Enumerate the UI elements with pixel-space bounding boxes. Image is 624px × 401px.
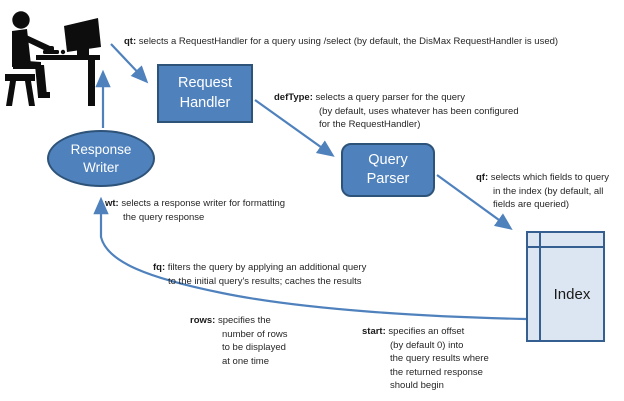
node-response-writer-label: Response Writer	[70, 141, 132, 175]
annotation-wt-param: wt:	[105, 198, 119, 209]
annotation-start-text: specifies an offset (by default 0) into …	[388, 326, 489, 391]
annotation-wt: wt: selects a response writer for format…	[105, 197, 373, 224]
annotation-deftype-param: defType:	[274, 92, 313, 103]
index-header-line	[528, 246, 603, 248]
annotation-wt-text: selects a response writer for formatting…	[121, 198, 286, 223]
annotation-qf: qf: selects which fields to query in the…	[476, 171, 624, 212]
node-request-handler: Request Handler	[157, 64, 253, 123]
annotation-rows-text: specifies the number of rows to be displ…	[217, 315, 288, 367]
annotation-start-param: start:	[362, 326, 386, 337]
node-request-handler-label: Request Handler	[177, 75, 232, 111]
index-spine-line	[539, 233, 541, 340]
annotation-start: start: specifies an offset (by default 0…	[362, 325, 570, 393]
annotation-fq: fq: filters the query by applying an add…	[153, 261, 458, 288]
annotation-deftype: defType: selects a query parser for the …	[274, 91, 619, 132]
annotation-rows-param: rows:	[190, 315, 216, 326]
annotation-qf-text: selects which fields to query in the ind…	[490, 172, 610, 210]
node-query-parser: Query Parser	[341, 143, 435, 197]
person-at-computer-icon	[5, 11, 101, 106]
annotation-qt-text: selects a RequestHandler for a query usi…	[138, 36, 559, 47]
annotation-fq-param: fq:	[153, 262, 166, 273]
annotation-fq-text: filters the query by applying an additio…	[167, 262, 367, 287]
node-index: Index	[526, 231, 605, 342]
annotation-qt-param: qt:	[124, 36, 137, 47]
annotation-rows: rows: specifies the number of rows to be…	[190, 314, 372, 368]
node-index-label: Index	[553, 285, 591, 303]
node-response-writer: Response Writer	[47, 130, 155, 187]
node-query-parser-label: Query Parser	[366, 151, 410, 187]
annotation-qt: qt: selects a RequestHandler for a query…	[124, 35, 624, 49]
annotation-qf-param: qf:	[476, 172, 489, 183]
annotation-deftype-text: selects a query parser for the query (by…	[315, 92, 519, 130]
